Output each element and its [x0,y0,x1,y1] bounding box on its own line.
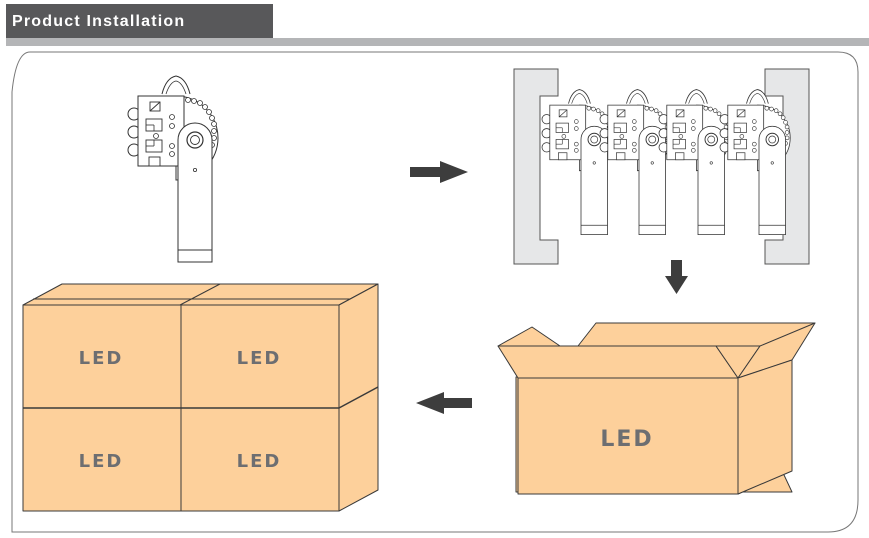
box-label: LED [79,348,124,369]
stacked-boxes-icon [22,283,379,512]
box-label: LED [600,427,653,452]
page-title: Product Installation [12,13,186,30]
arrow-left-icon [416,392,472,414]
right-bracket [764,68,810,265]
fixture-array-icon [513,68,810,265]
section-title-bar: Product Installation [6,4,273,38]
box-label: LED [237,451,282,472]
left-bracket [513,68,559,265]
content-frame [11,51,859,533]
box-label: LED [79,451,124,472]
arrow-right-icon [410,161,468,183]
title-underline-rule [6,38,869,46]
box-label: LED [237,348,282,369]
light-fixture-icon [127,75,219,263]
arrow-down-icon [665,260,688,294]
open-box-icon [497,322,816,495]
